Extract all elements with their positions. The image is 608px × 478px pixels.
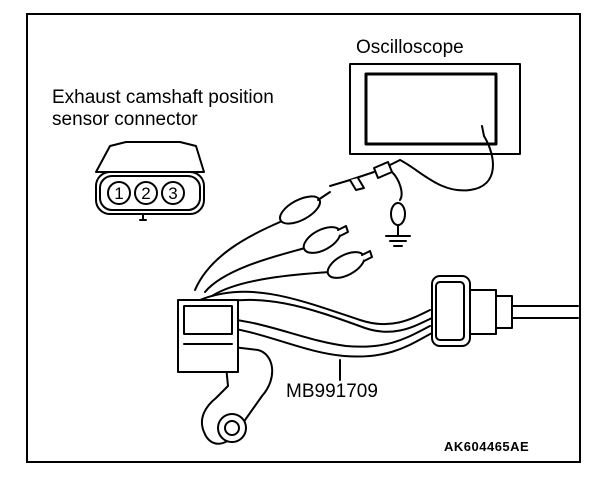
test-harness (199, 290, 435, 358)
connector-face-icon (95, 141, 205, 221)
probe-clip-icon (329, 159, 403, 201)
pin-label-3: 3 (168, 184, 177, 203)
figure-code: AK604465AE (444, 439, 530, 454)
connector-pins (107, 181, 185, 205)
pin-label-2: 2 (141, 184, 150, 203)
camshaft-sensor-icon (200, 345, 274, 445)
harness-connector-icon (431, 275, 579, 347)
connector-pin-labels: 1 2 3 (114, 184, 177, 203)
tool-part-number: MB991709 (286, 381, 378, 402)
oscilloscope-icon (349, 63, 521, 192)
oscilloscope-label: Oscilloscope (356, 37, 464, 58)
connector-label-line-1: Exhaust camshaft position (52, 87, 274, 108)
ground-icon (385, 202, 411, 247)
sensor-connector-icon (177, 299, 239, 373)
pin-label-1: 1 (114, 184, 123, 203)
connector-pin-2 (134, 181, 158, 205)
probe-leads (194, 191, 373, 297)
connector-pin-1 (107, 181, 131, 205)
connector-label-line-2: sensor connector (52, 109, 198, 130)
connector-pin-3 (161, 181, 185, 205)
